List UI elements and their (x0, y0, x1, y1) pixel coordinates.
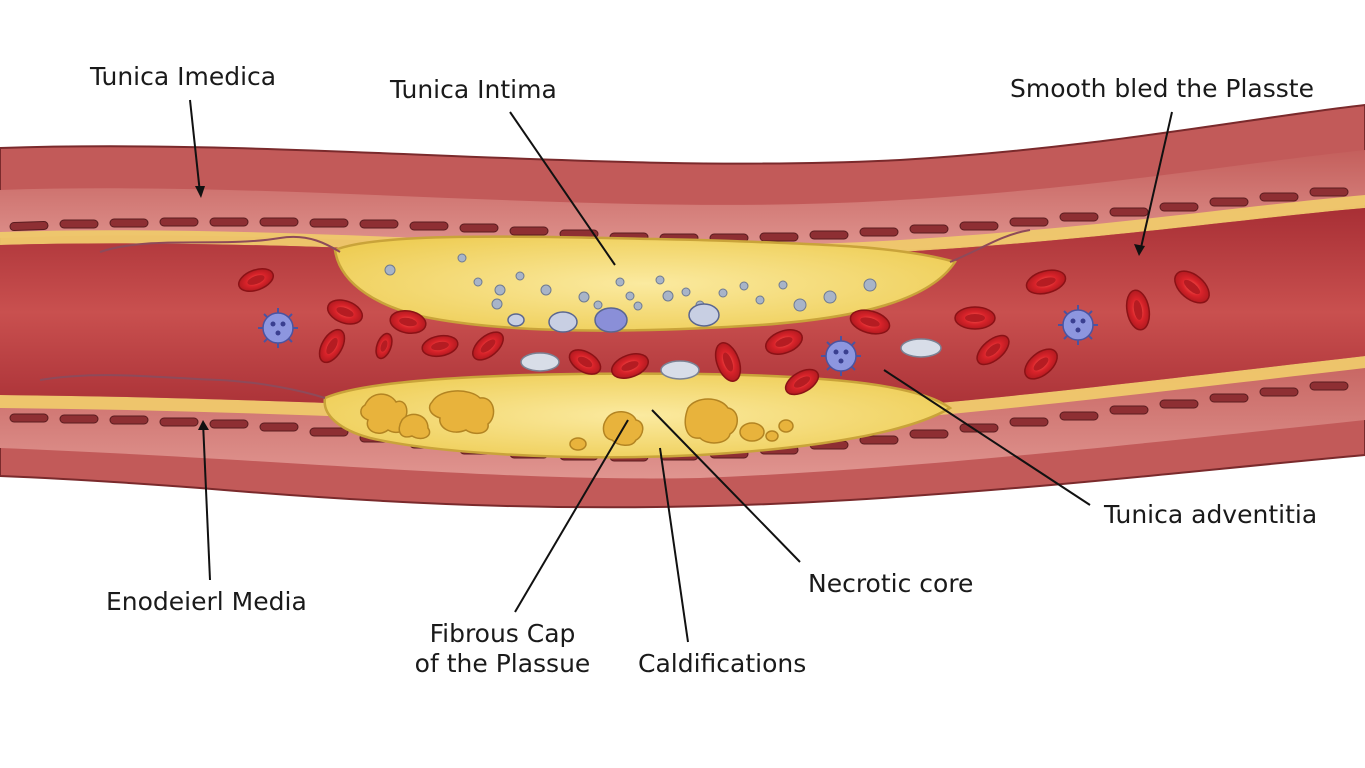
label-tunica-adventitia: Tunica adventitia (1104, 500, 1318, 529)
leader-smooth-bled-arrow (1134, 244, 1145, 256)
leader-enodeierl-media (202, 421, 211, 581)
lower-plaque-calcifications (360, 390, 794, 451)
label-caldifications: Caldifications (638, 649, 807, 678)
wbc (1058, 305, 1098, 345)
rbc (765, 329, 803, 355)
rbc (421, 334, 459, 358)
rbc (326, 299, 364, 325)
wbc (258, 308, 298, 348)
upper-plaque-particles (384, 253, 877, 312)
leader-smooth-bled (1139, 111, 1173, 253)
leader-lines (189, 99, 1173, 643)
platelets (520, 338, 942, 380)
platelet (520, 352, 560, 372)
platelet (660, 360, 700, 380)
rbc (568, 349, 602, 375)
rbc (318, 328, 346, 364)
upper-plaque-macrophages (507, 303, 720, 333)
label-enodeierl-media: Enodeierl Media (106, 587, 307, 616)
lower-fibrous-strand (39, 374, 326, 399)
rbc (954, 306, 996, 330)
leader-tunica-imedica-arrow (195, 186, 205, 198)
white-blood-cells (258, 305, 1098, 376)
rbc (1025, 269, 1067, 295)
rbc (611, 353, 649, 379)
label-tunica-imedica: Tunica Imedica (90, 62, 277, 91)
leader-tunica-imedica (189, 99, 201, 194)
platelet (900, 338, 942, 358)
rbc (237, 268, 275, 292)
upper-right-strand (949, 229, 1031, 263)
rbc (389, 309, 427, 335)
leader-necrotic-core (651, 409, 801, 563)
label-fibrous-cap-line2: of the Plassue (414, 649, 591, 678)
leader-tunica-adventitia (883, 369, 1091, 506)
rbc (1024, 348, 1058, 380)
upper-intima-strip (0, 195, 1365, 257)
upper-media-cells (9, 187, 1349, 243)
wbc (821, 336, 861, 376)
rbc (1125, 289, 1151, 331)
leader-tunica-intima (509, 111, 616, 266)
rbc (714, 342, 742, 382)
label-fibrous-cap: Fibrous Cap of the Plassue (410, 619, 595, 679)
leader-enodeierl-media-arrow (198, 420, 209, 430)
rbc (784, 368, 820, 396)
label-fibrous-cap-line1: Fibrous Cap (429, 619, 576, 648)
leader-caldifications (659, 447, 689, 643)
label-smooth-bled: Smooth bled the Plasste (1010, 74, 1314, 103)
label-necrotic-core: Necrotic core (808, 569, 974, 598)
rbc (976, 334, 1010, 366)
rbc (375, 332, 393, 360)
upper-fibrous-strand (99, 235, 341, 253)
rbc (472, 331, 504, 361)
rbc (849, 309, 891, 335)
red-blood-cells (237, 268, 1210, 396)
label-tunica-intima: Tunica Intima (390, 75, 557, 104)
leader-fibrous-cap (514, 419, 629, 613)
rbc (1174, 270, 1210, 304)
